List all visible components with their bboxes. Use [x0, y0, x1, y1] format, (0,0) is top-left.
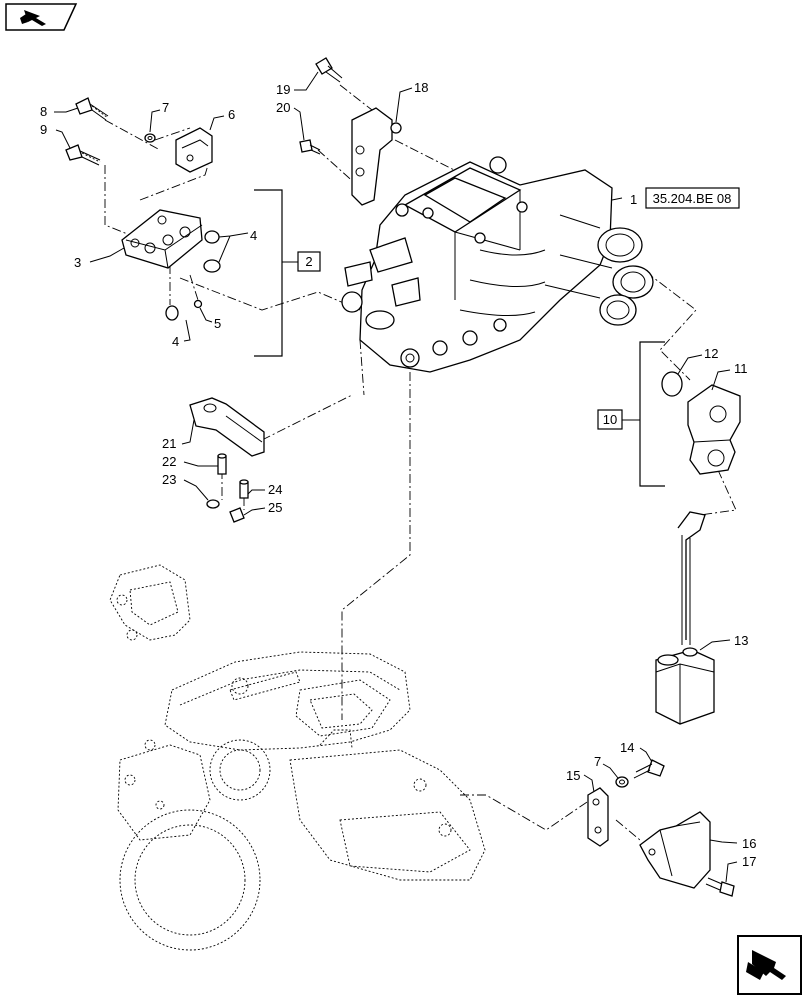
callout-12: 12 [704, 346, 718, 361]
callout-4-top: 4 [250, 228, 257, 243]
back-arrow-icon [20, 10, 46, 26]
callout-24: 24 [268, 482, 282, 497]
callout-17: 17 [742, 854, 756, 869]
part-1-control-valve[interactable] [341, 156, 654, 373]
callout-7-top: 7 [162, 100, 169, 115]
nav-tab-previous[interactable] [5, 3, 78, 31]
callout-15: 15 [566, 768, 580, 783]
callout-labels: 1 3 4 4 5 6 7 7 8 9 11 12 13 14 15 16 17… [40, 80, 756, 869]
part-20-bolt[interactable] [299, 139, 321, 155]
part-21-lever[interactable] [189, 397, 265, 457]
group-label-2: 2 [305, 254, 312, 269]
callout-3: 3 [74, 255, 81, 270]
callout-25: 25 [268, 500, 282, 515]
callout-14: 14 [620, 740, 634, 755]
callout-4-bottom: 4 [172, 334, 179, 349]
callout-1: 1 [630, 192, 637, 207]
part-25-clip[interactable] [229, 507, 245, 523]
callout-21: 21 [162, 436, 176, 451]
callout-18: 18 [414, 80, 428, 95]
tractor-rear-housing [109, 564, 486, 951]
callout-8: 8 [40, 104, 47, 119]
part-5-plug[interactable] [193, 299, 203, 309]
callout-9: 9 [40, 122, 47, 137]
callout-16: 16 [742, 836, 756, 851]
part-8-bolt[interactable] [75, 97, 109, 121]
group-bracket-10: 10 [597, 341, 665, 487]
part-6-bracket[interactable] [175, 127, 213, 173]
part-9-bolt[interactable] [65, 144, 101, 166]
forward-arrow-icon [746, 950, 786, 980]
callout-11: 11 [734, 361, 748, 376]
part-14-bolt[interactable] [633, 759, 665, 779]
part-22-pin[interactable] [217, 453, 227, 475]
group-label-10-box[interactable]: 10 [597, 409, 623, 430]
nav-tab-next[interactable] [737, 935, 802, 995]
part-12-o-ring[interactable] [661, 371, 683, 397]
callout-5: 5 [214, 316, 221, 331]
part-7-washer-top[interactable] [144, 133, 156, 143]
part-23-ring[interactable] [206, 499, 220, 509]
part-17-bolt[interactable] [705, 877, 735, 897]
group-bracket-2: 2 [254, 189, 321, 357]
callout-22: 22 [162, 454, 176, 469]
reference-box[interactable]: 35.204.BE 08 [645, 187, 740, 209]
part-16-holder[interactable] [639, 811, 711, 889]
group-label-2-box[interactable]: 2 [297, 251, 321, 272]
part-15-bracket[interactable] [587, 787, 609, 847]
callout-13: 13 [734, 633, 748, 648]
part-7-washer-bottom[interactable] [615, 776, 629, 788]
callout-leaders [54, 71, 738, 883]
part-13-reservoir[interactable] [655, 511, 715, 725]
callout-23: 23 [162, 472, 176, 487]
part-11-valve-section[interactable] [687, 384, 741, 475]
reference-label: 35.204.BE 08 [653, 191, 732, 206]
part-3-port-block[interactable] [121, 209, 203, 269]
callout-7-bottom: 7 [594, 754, 601, 769]
callout-6: 6 [228, 107, 235, 122]
part-24-pin[interactable] [239, 479, 249, 499]
group-label-10: 10 [603, 412, 617, 427]
callout-20: 20 [276, 100, 290, 115]
part-19-bolt[interactable] [315, 57, 343, 83]
callout-19: 19 [276, 82, 290, 97]
part-18-mounting-plate[interactable] [351, 107, 402, 206]
